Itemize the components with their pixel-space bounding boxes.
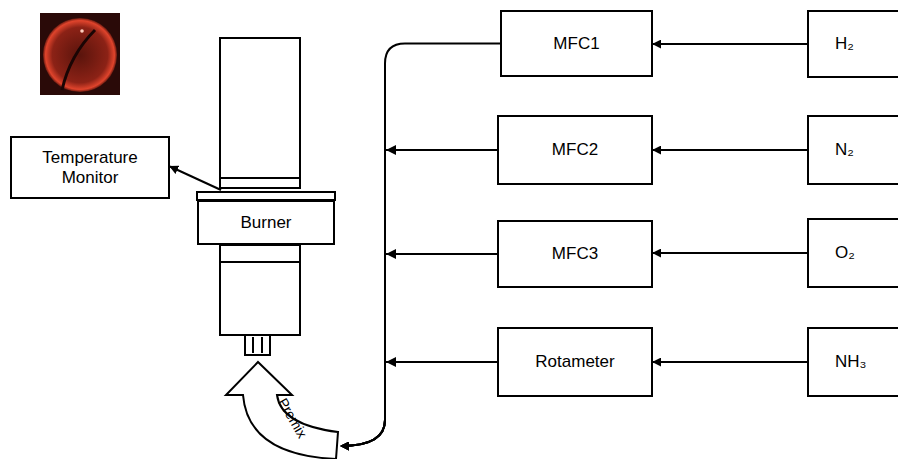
node-label: Temperature Monitor	[12, 148, 168, 187]
process-box: Burner	[197, 200, 335, 245]
junction-arrowhead	[386, 357, 396, 367]
process-box: MFC3	[497, 220, 653, 288]
node-label: O₂	[835, 243, 855, 263]
node-label: MFC3	[552, 244, 598, 264]
flow-arrow	[653, 361, 807, 363]
node-label: H₂	[835, 34, 854, 54]
gas-supply-box: O₂	[807, 218, 898, 288]
flow-arrow	[653, 252, 807, 254]
gas-supply-box: N₂	[807, 115, 898, 185]
node-label: Rotameter	[535, 352, 614, 372]
node-label: MFC2	[552, 140, 598, 160]
flow-arrow	[341, 44, 500, 447]
junction-arrowhead	[386, 145, 396, 155]
node-label: NH₃	[835, 352, 866, 372]
junction-arrowhead	[386, 249, 396, 259]
flow-arrow	[170, 167, 221, 191]
process-box: MFC2	[497, 115, 653, 185]
flow-arrow	[341, 362, 497, 446]
flow-arrow	[341, 150, 497, 446]
process-box: Temperature Monitor	[10, 136, 170, 199]
flow-arrow	[653, 43, 807, 45]
flow-arrow	[341, 254, 497, 446]
process-box: MFC1	[500, 10, 653, 77]
process-box: Rotameter	[497, 327, 653, 397]
node-label: Burner	[240, 213, 291, 233]
node-label: N₂	[835, 140, 854, 160]
flow-arrow	[653, 149, 807, 151]
gas-supply-box: H₂	[807, 10, 898, 78]
flame-photo	[40, 13, 120, 95]
burner-column	[197, 38, 335, 355]
premix-arrow	[226, 362, 338, 459]
node-label: MFC1	[553, 34, 599, 54]
gas-supply-box: NH₃	[807, 327, 898, 397]
